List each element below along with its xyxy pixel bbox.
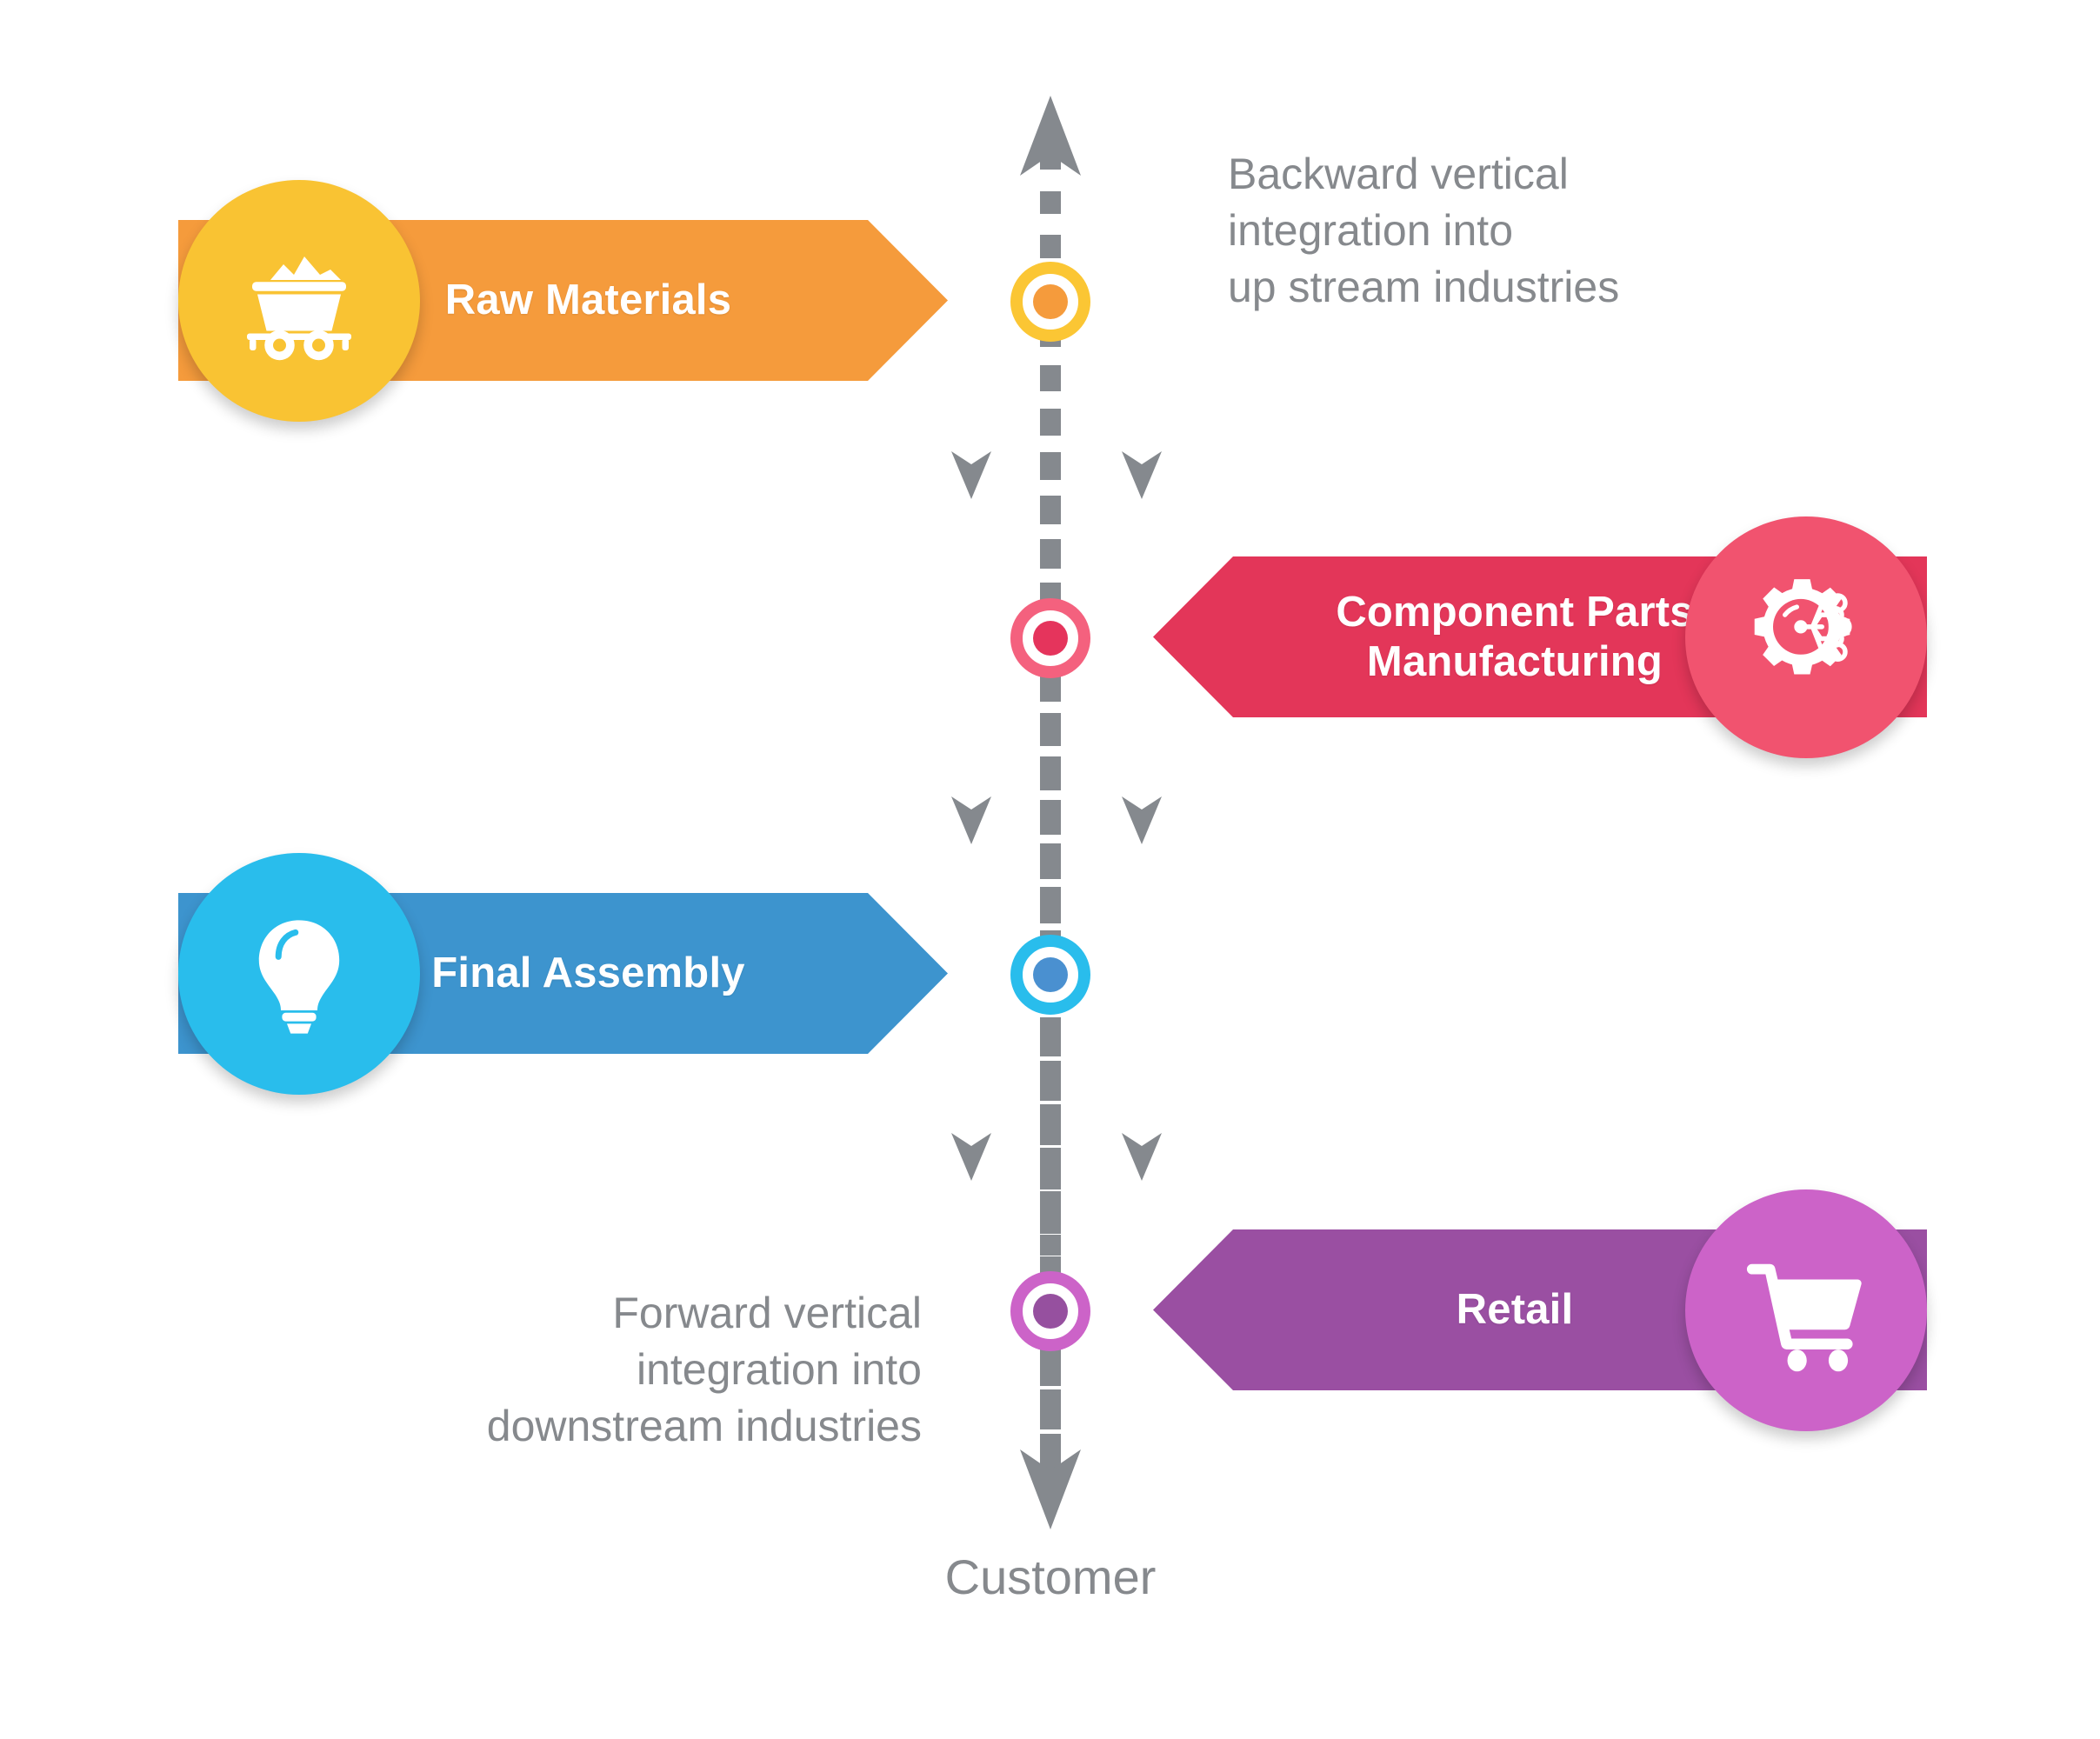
chevron-down-icon	[951, 794, 991, 844]
stage-icon-disc-raw-materials	[178, 180, 420, 422]
stage-label: Component Parts Manufacturing	[1336, 588, 1694, 685]
timeline-node-core	[1033, 1294, 1068, 1329]
arrow-down-icon	[1020, 1447, 1081, 1529]
gear-circuit-icon	[1754, 579, 1852, 675]
stage-label: Final Assembly	[431, 949, 745, 997]
note-forward-integration: Forward vertical integration into downst…	[486, 1289, 922, 1450]
chevron-down-icon	[1122, 1130, 1162, 1181]
shopping-cart-icon	[1746, 1263, 1862, 1372]
chevron-down-icon	[951, 449, 991, 499]
timeline-node-final-assembly[interactable]	[1010, 935, 1090, 1015]
timeline-node-core	[1033, 957, 1068, 992]
stage-label: Retail	[1456, 1286, 1574, 1334]
lightbulb-icon	[258, 920, 340, 1034]
customer-label: Customer	[944, 1549, 1157, 1604]
chevron-down-icon	[1122, 449, 1162, 499]
timeline-node-core	[1033, 621, 1068, 656]
timeline-node-core	[1033, 284, 1068, 319]
timeline-node-component-parts-manufacturing[interactable]	[1010, 598, 1090, 678]
timeline-node-retail[interactable]	[1010, 1271, 1090, 1351]
stage-icon-disc-final-assembly	[178, 853, 420, 1095]
arrow-up-icon	[1020, 96, 1081, 178]
stage-label: Raw Materials	[444, 277, 732, 324]
chevron-down-icon	[951, 1130, 991, 1181]
timeline-spine	[1040, 148, 1061, 1482]
timeline-node-raw-materials[interactable]	[1010, 262, 1090, 342]
chevron-down-icon	[1122, 794, 1162, 844]
mining-cart-icon	[247, 257, 351, 361]
stage-icon-disc-component-parts-manufacturing	[1685, 516, 1927, 758]
note-backward-integration: Backward vertical integration into up st…	[1228, 150, 1620, 311]
stage-icon-disc-retail	[1685, 1189, 1927, 1431]
